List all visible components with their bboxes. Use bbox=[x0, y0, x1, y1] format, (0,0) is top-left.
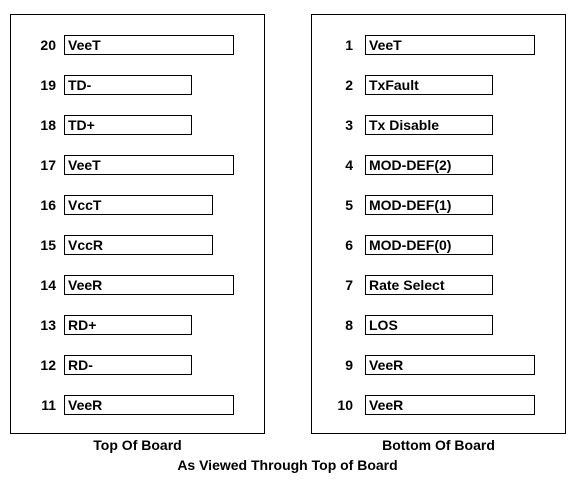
pin-row: 16 VccT bbox=[11, 195, 264, 215]
pin-name-box: LOS bbox=[365, 315, 493, 335]
pin-name-box: RD+ bbox=[64, 315, 192, 335]
pin-row: 17 VeeT bbox=[11, 155, 264, 175]
pin-number: 18 bbox=[40, 117, 56, 133]
pin-number: 3 bbox=[345, 117, 353, 133]
pin-name-box: VeeR bbox=[365, 355, 535, 375]
pin-name-box: VeeR bbox=[64, 395, 234, 415]
pin-name-box: Tx Disable bbox=[365, 115, 493, 135]
pin-row: 19 TD- bbox=[11, 75, 264, 95]
pin-name-box: TD- bbox=[64, 75, 192, 95]
pin-name-box: VccR bbox=[64, 235, 213, 255]
pin-number: 8 bbox=[345, 317, 353, 333]
pin-number: 13 bbox=[40, 317, 56, 333]
pin-row: 20 VeeT bbox=[11, 35, 264, 55]
pin-number: 9 bbox=[345, 357, 353, 373]
diagram-caption: As Viewed Through Top of Board bbox=[177, 457, 398, 473]
pin-name-box: VeeR bbox=[365, 395, 535, 415]
pin-number: 11 bbox=[41, 397, 56, 413]
pin-name-box: TD+ bbox=[64, 115, 192, 135]
pin-name-box: VccT bbox=[64, 195, 213, 215]
pin-number: 14 bbox=[40, 277, 56, 293]
pin-number: 5 bbox=[345, 197, 353, 213]
pin-number: 10 bbox=[337, 397, 353, 413]
pin-name-box: VeeT bbox=[365, 35, 535, 55]
pin-row: 10 VeeR bbox=[312, 395, 565, 415]
pin-number: 12 bbox=[40, 357, 56, 373]
pin-row: 14 VeeR bbox=[11, 275, 264, 295]
pin-row: 13 RD+ bbox=[11, 315, 264, 335]
pin-row: 8 LOS bbox=[312, 315, 565, 335]
pin-number: 19 bbox=[40, 77, 56, 93]
pin-row: 9 VeeR bbox=[312, 355, 565, 375]
pin-name-box: MOD-DEF(2) bbox=[365, 155, 493, 175]
pin-name-box: MOD-DEF(1) bbox=[365, 195, 493, 215]
pin-row: 6 MOD-DEF(0) bbox=[312, 235, 565, 255]
pin-row: 3 Tx Disable bbox=[312, 115, 565, 135]
pin-row: 15 VccR bbox=[11, 235, 264, 255]
pin-name-box: VeeT bbox=[64, 35, 234, 55]
pin-row: 12 RD- bbox=[11, 355, 264, 375]
pin-name-box: RD- bbox=[64, 355, 192, 375]
pin-number: 15 bbox=[40, 237, 56, 253]
top-of-board-label: Top Of Board bbox=[93, 437, 182, 453]
pin-name-box: TxFault bbox=[365, 75, 493, 95]
pin-name-box: VeeT bbox=[64, 155, 234, 175]
pin-number: 7 bbox=[345, 277, 353, 293]
pin-row: 4 MOD-DEF(2) bbox=[312, 155, 565, 175]
pin-row: 5 MOD-DEF(1) bbox=[312, 195, 565, 215]
pin-row: 18 TD+ bbox=[11, 115, 264, 135]
pin-number: 2 bbox=[345, 77, 353, 93]
pin-row: 2 TxFault bbox=[312, 75, 565, 95]
pin-name-box: Rate Select bbox=[365, 275, 493, 295]
pin-number: 1 bbox=[345, 37, 353, 53]
pin-row: 11 VeeR bbox=[11, 395, 264, 415]
pin-number: 20 bbox=[40, 37, 56, 53]
pin-name-box: VeeR bbox=[64, 275, 234, 295]
bottom-of-board-label: Bottom Of Board bbox=[382, 437, 495, 453]
pin-number: 16 bbox=[40, 197, 56, 213]
pin-row: 1 VeeT bbox=[312, 35, 565, 55]
pin-number: 6 bbox=[345, 237, 353, 253]
pin-number: 17 bbox=[40, 157, 56, 173]
pin-name-box: MOD-DEF(0) bbox=[365, 235, 493, 255]
pin-row: 7 Rate Select bbox=[312, 275, 565, 295]
pin-number: 4 bbox=[345, 157, 353, 173]
